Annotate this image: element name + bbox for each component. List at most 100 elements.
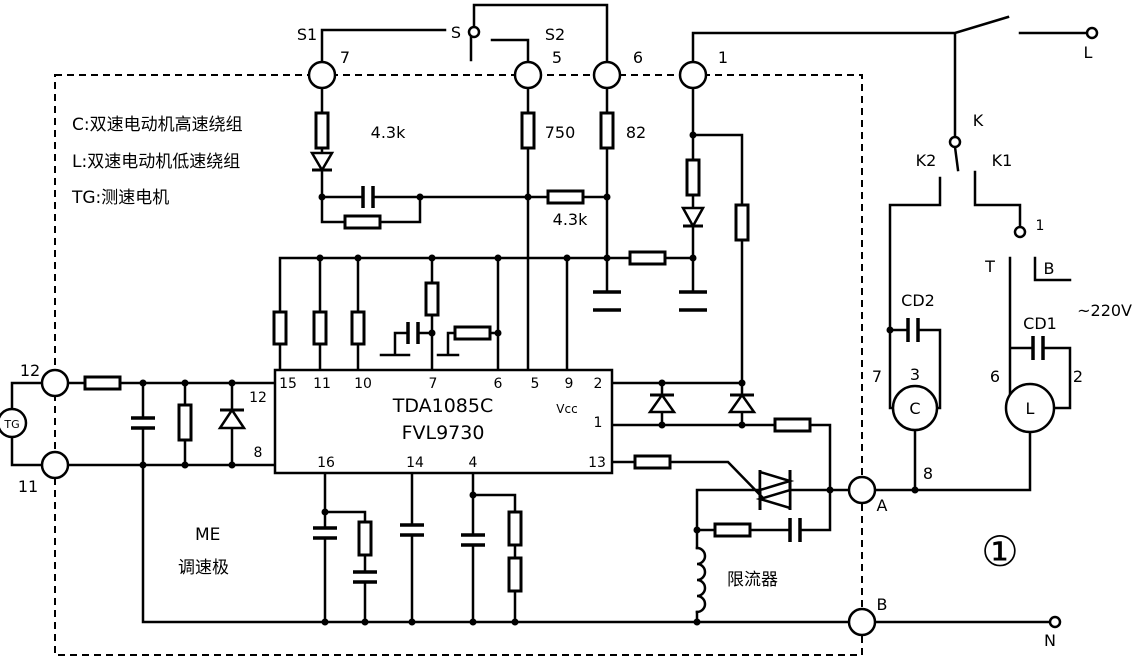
chip-pin-8: 8 [254,445,263,461]
label-terminal-b: B [877,595,888,614]
label-switch-k2: K2 [916,151,937,170]
wire-limiter-coil [695,546,707,614]
terminal-6 [592,60,622,90]
resistor-tg-load [177,403,193,442]
capacitor-rail-693 [679,290,707,312]
resistor-750 [520,111,536,150]
motor-c-pin-3: 3 [910,365,920,384]
chip-pin-13: 13 [588,455,606,471]
chip-pin-12: 12 [249,390,267,406]
capacitor-snubber [788,518,802,542]
capacitor-pin16 [313,526,337,540]
wire-chip-bottom-network [323,471,517,624]
capacitor-cd1 [1031,336,1045,360]
resistor-terminal1-series [685,158,701,197]
diode-tg-clamp [217,407,247,430]
resistors [83,111,812,593]
switch-s-pivot [467,25,481,39]
resistor-pin16 [357,520,373,557]
wires [10,3,1088,624]
label-voltage: ~220V [1077,301,1132,320]
resistor-pin7 [424,281,440,317]
wire-top-rail [278,256,695,372]
resistor-pin6 [453,325,492,341]
label-speed-control: 调速极 [178,558,229,578]
label-k1-contact: 1 [1036,218,1045,234]
chip-pin-4: 4 [469,455,478,471]
label-resistor-750: 750 [545,123,576,142]
capacitor-pin16-series [353,570,377,584]
triac [755,470,795,510]
tachometer-tg [0,407,28,439]
terminal-b [847,607,877,637]
motor-l-pin-2: 2 [1073,367,1083,386]
chip-pin-16: 16 [317,455,335,471]
mains-l-terminal [1085,26,1099,40]
resistor-pin13-gate [633,454,672,470]
legend-tg: TG:测速电机 [71,188,169,208]
junction-dots [139,131,919,626]
label-terminal-6: 6 [633,48,643,67]
capacitor-rail-607 [593,290,621,312]
terminal-a [847,475,877,505]
chip-pin-5: 5 [531,376,540,392]
switch-k-pivot [948,135,962,149]
label-s2: S2 [545,25,565,44]
capacitors [131,186,1045,584]
capacitor-tg [131,416,155,430]
label-terminal-5: 5 [552,48,562,67]
label-mains-l: L [1084,43,1093,62]
label-resistor-82: 82 [626,123,646,142]
mains-n-terminal [1048,615,1062,629]
motor-l-pin-6: 6 [990,367,1000,386]
chip-pin-1: 1 [594,415,603,431]
chip-pin-7: 7 [429,376,438,392]
label-me: ME [195,525,220,545]
label-terminal-a: A [877,496,888,515]
resistor-pin4-upper [507,510,523,547]
resistor-pin1 [773,417,812,433]
capacitor-cd2 [906,318,920,342]
chip-pin-11: 11 [313,376,331,392]
label-t: T [984,257,995,276]
diode-pin2-left [647,392,677,414]
label-resistor-4.3k: 4.3k [553,210,588,229]
switch-k1-contact [1013,225,1027,239]
resistor-snubber [713,522,752,538]
label-tg: TG [3,418,19,431]
label-terminal-11: 11 [18,477,38,496]
chip-name: TDA1085C [392,395,494,417]
wire-terminal6-branch [526,86,609,294]
resistor-pin11 [312,310,328,346]
motor-c-label: C [909,399,920,418]
chip-pin-10: 10 [354,376,372,392]
wire-selector-switch [320,3,609,64]
terminal-1 [678,60,708,90]
resistor-terminal1-bypass [734,203,750,242]
chip-pin-15: 15 [279,376,297,392]
diodes [217,151,757,430]
legend-c: C:双速电动机高速绕组 [72,115,243,135]
legend-l: L:双速电动机低速绕组 [72,152,240,172]
figure-number: ① [981,527,1019,576]
label-mains-n: N [1044,631,1056,650]
wire-tachometer-input [10,381,851,624]
label-switch-k1: K1 [992,151,1013,170]
terminal-7 [307,60,337,90]
label-s1: S1 [297,25,317,44]
chip-vcc: Vcc [556,402,577,416]
capacitor-pin4 [461,533,485,547]
resistor-tg-input [83,375,122,391]
terminal-5 [513,60,543,90]
chip-code: FVL9730 [402,422,485,444]
ic-tda1085c [273,368,614,475]
terminal-11 [40,450,70,480]
diode-terminal1 [680,206,706,229]
chip-pin-14: 14 [406,455,424,471]
label-terminal-1: 1 [718,48,728,67]
wire-output-network [610,381,851,624]
label-terminal-12: 12 [20,361,40,380]
resistor-s1-4.3k [314,111,330,150]
chip-pin-2: 2 [594,376,603,392]
